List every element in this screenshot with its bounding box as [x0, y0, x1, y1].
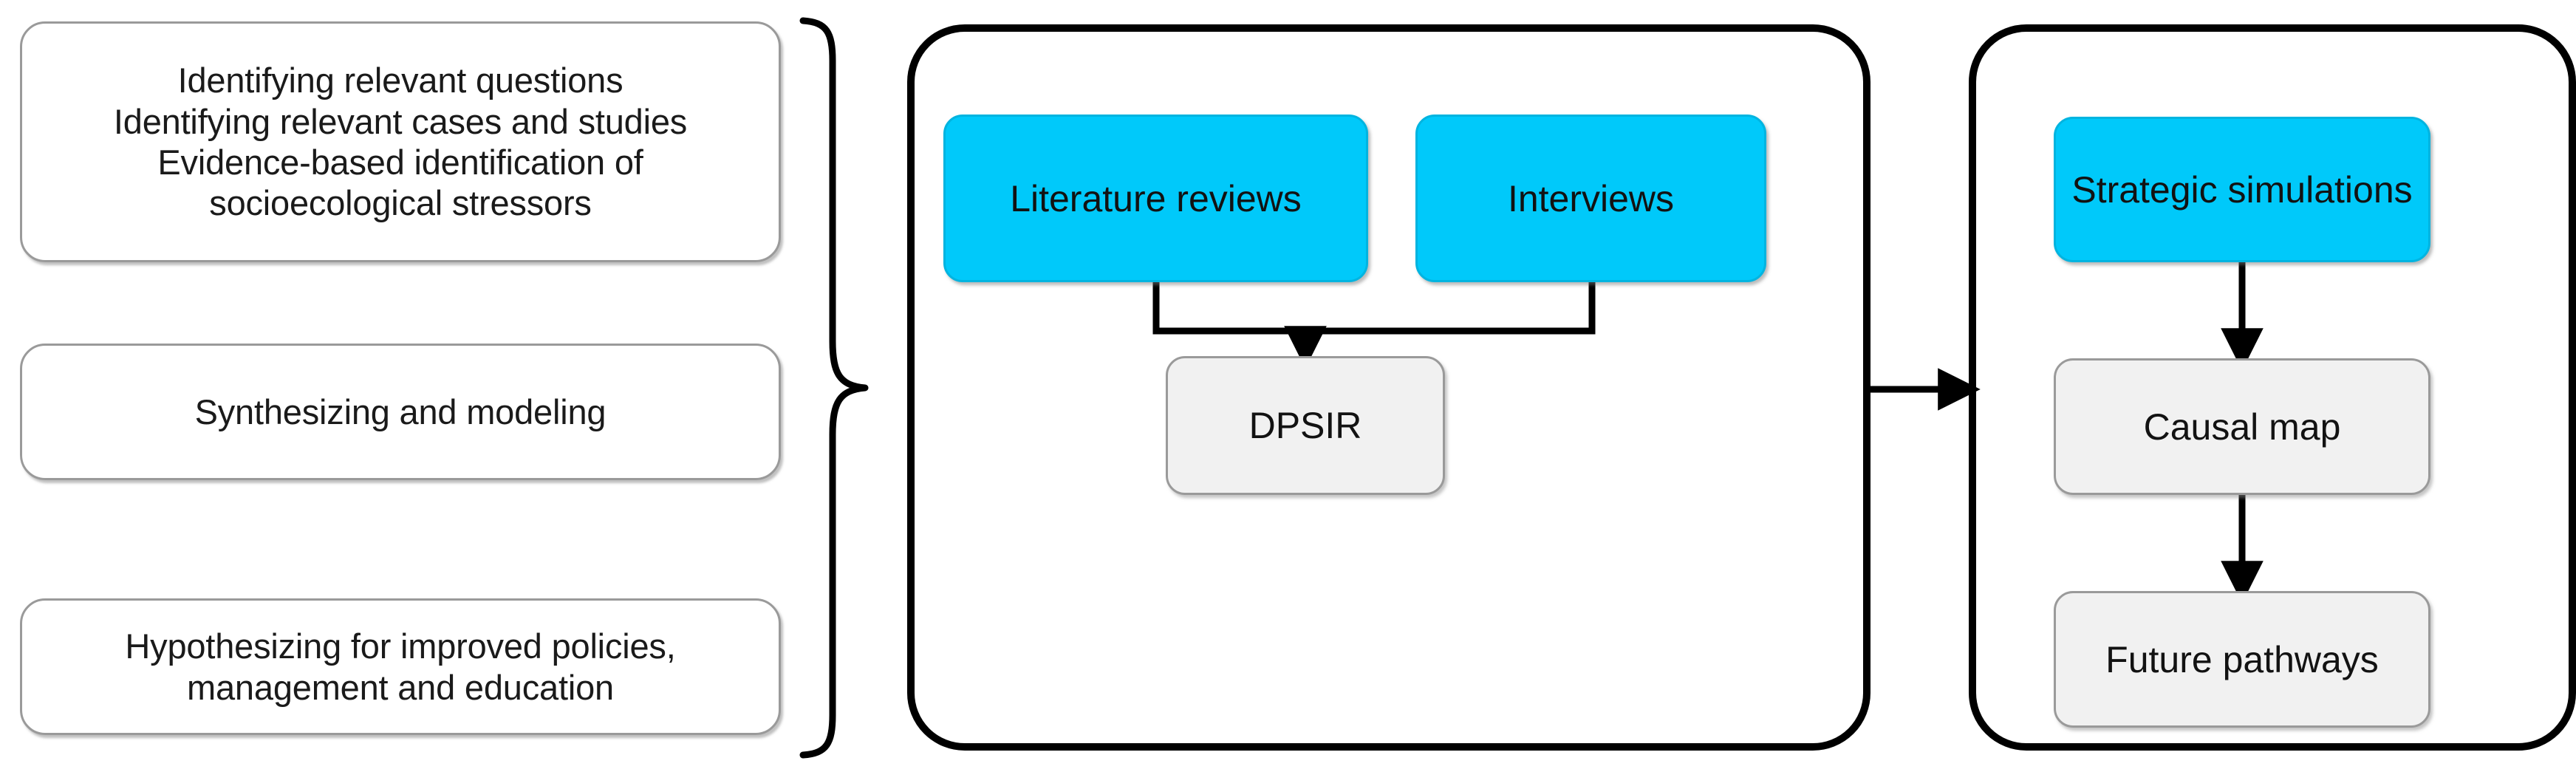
- curly-brace: [794, 7, 875, 768]
- phase-box-identifying: Identifying relevant questions Identifyi…: [20, 21, 781, 262]
- node-strategic-simulations-label: Strategic simulations: [2071, 168, 2413, 211]
- phase-box-identifying-label: Identifying relevant questions Identifyi…: [113, 61, 688, 223]
- node-dpsir[interactable]: DPSIR: [1166, 356, 1445, 495]
- phase-box-synthesizing: Synthesizing and modeling: [20, 344, 781, 480]
- node-dpsir-label: DPSIR: [1248, 405, 1362, 446]
- node-causal-map[interactable]: Causal map: [2054, 358, 2430, 495]
- node-literature-reviews[interactable]: Literature reviews: [943, 115, 1368, 282]
- node-literature-reviews-label: Literature reviews: [1010, 177, 1302, 219]
- phase-box-hypothesizing-label: Hypothesizing for improved policies, man…: [125, 626, 676, 707]
- node-strategic-simulations[interactable]: Strategic simulations: [2054, 117, 2430, 262]
- node-interviews[interactable]: Interviews: [1415, 115, 1766, 282]
- node-future-pathways-label: Future pathways: [2105, 638, 2379, 680]
- phase-box-synthesizing-label: Synthesizing and modeling: [194, 392, 607, 431]
- node-causal-map-label: Causal map: [2143, 406, 2341, 448]
- node-future-pathways[interactable]: Future pathways: [2054, 591, 2430, 728]
- phase-box-hypothesizing: Hypothesizing for improved policies, man…: [20, 598, 781, 735]
- node-interviews-label: Interviews: [1507, 177, 1675, 219]
- curly-brace-icon: [799, 17, 869, 759]
